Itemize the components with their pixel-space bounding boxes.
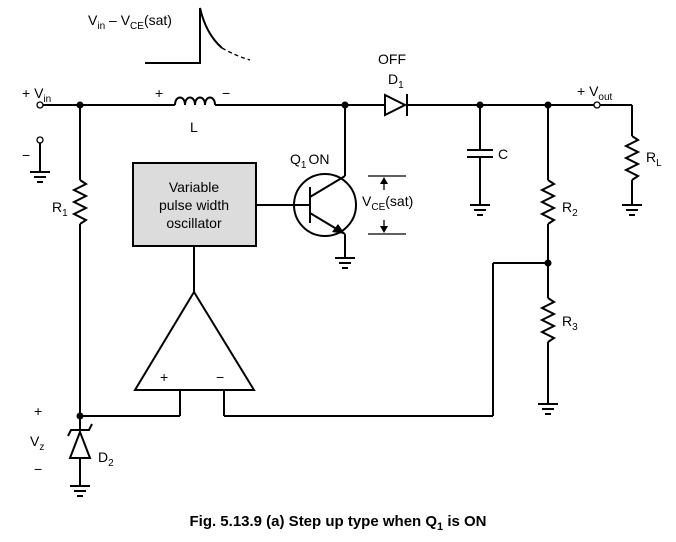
ground-symbol [335, 257, 355, 269]
vz-label: Vz [30, 433, 44, 453]
figure-caption: Fig. 5.13.9 (a) Step up type when Q1 is … [189, 513, 486, 533]
inductor-minus-label: − [222, 85, 230, 101]
opamp-plus-label: + [160, 369, 168, 385]
diode-d1-label: D1 [388, 71, 404, 91]
top-rail [36, 93, 632, 117]
error-amplifier: + − [133, 290, 256, 391]
vz-minus-label: − [34, 461, 42, 477]
oscillator-label-line3: oscillator [166, 215, 222, 231]
oscillator-box: Variable pulse width oscillator [132, 162, 257, 247]
resistor-r3 [539, 297, 557, 343]
resistor-r3-label: R3 [562, 313, 578, 333]
resistor-rl [623, 135, 641, 181]
waveform-inset: Vin – VCE(sat) [88, 7, 251, 64]
inductor-label: L [190, 119, 198, 135]
oscillator-label-line2: pulse width [159, 197, 229, 213]
ground-symbol [538, 403, 558, 415]
diode-state-label: OFF [378, 51, 406, 67]
input-ground-terminal [30, 136, 50, 183]
vin-minus-label: − [22, 147, 30, 163]
waveform-label: Vin – VCE(sat) [88, 12, 172, 32]
vout-label: + Vout [577, 83, 613, 103]
diode-d1 [384, 93, 408, 117]
vce-sat-label: VCE(sat) [362, 193, 413, 213]
resistor-r2 [539, 179, 557, 225]
transistor-q1 [293, 173, 357, 237]
resistor-r1-label: R1 [52, 199, 68, 219]
zener-diode-d2 [67, 423, 93, 497]
ground-symbol [622, 204, 642, 216]
vz-plus-label: + [34, 403, 42, 419]
capacitor-label: C [498, 146, 508, 162]
resistor-r1 [71, 179, 89, 225]
resistor-r2-label: R2 [562, 199, 578, 219]
opamp-minus-label: − [216, 369, 224, 385]
inductor-plus-label: + [155, 85, 163, 101]
capacitor-c [467, 105, 493, 216]
vce-sat-indicator [368, 175, 406, 235]
oscillator-label-line1: Variable [169, 179, 220, 195]
resistor-rl-label: RL [646, 149, 662, 169]
inductor-l [174, 96, 216, 106]
zener-d2-label: D2 [98, 449, 114, 469]
vin-label: + Vin [22, 85, 51, 105]
